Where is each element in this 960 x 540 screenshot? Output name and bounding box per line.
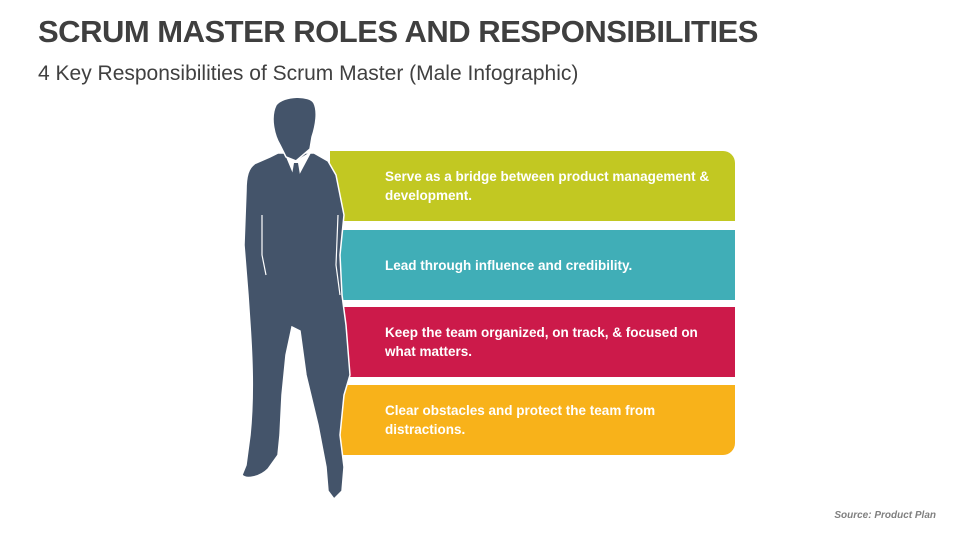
responsibility-bar-2: Lead through influence and credibility. (330, 230, 735, 300)
responsibility-text-2: Lead through influence and credibility. (385, 257, 633, 273)
responsibility-bar-1: Serve as a bridge between product manage… (330, 151, 735, 221)
responsibility-bar-3: Keep the team organized, on track, & foc… (330, 307, 735, 377)
businessman-silhouette-icon (241, 96, 351, 501)
responsibility-bar-4: Clear obstacles and protect the team fro… (330, 385, 735, 455)
responsibility-text-1: Serve as a bridge between product manage… (385, 169, 710, 203)
responsibility-text-3: Keep the team organized, on track, & foc… (385, 325, 698, 359)
page-title: SCRUM MASTER ROLES AND RESPONSIBILITIES (38, 14, 758, 49)
source-note: Source: Product Plan (834, 510, 936, 521)
page-subtitle: 4 Key Responsibilities of Scrum Master (… (38, 62, 579, 85)
responsibility-text-4: Clear obstacles and protect the team fro… (385, 403, 656, 437)
